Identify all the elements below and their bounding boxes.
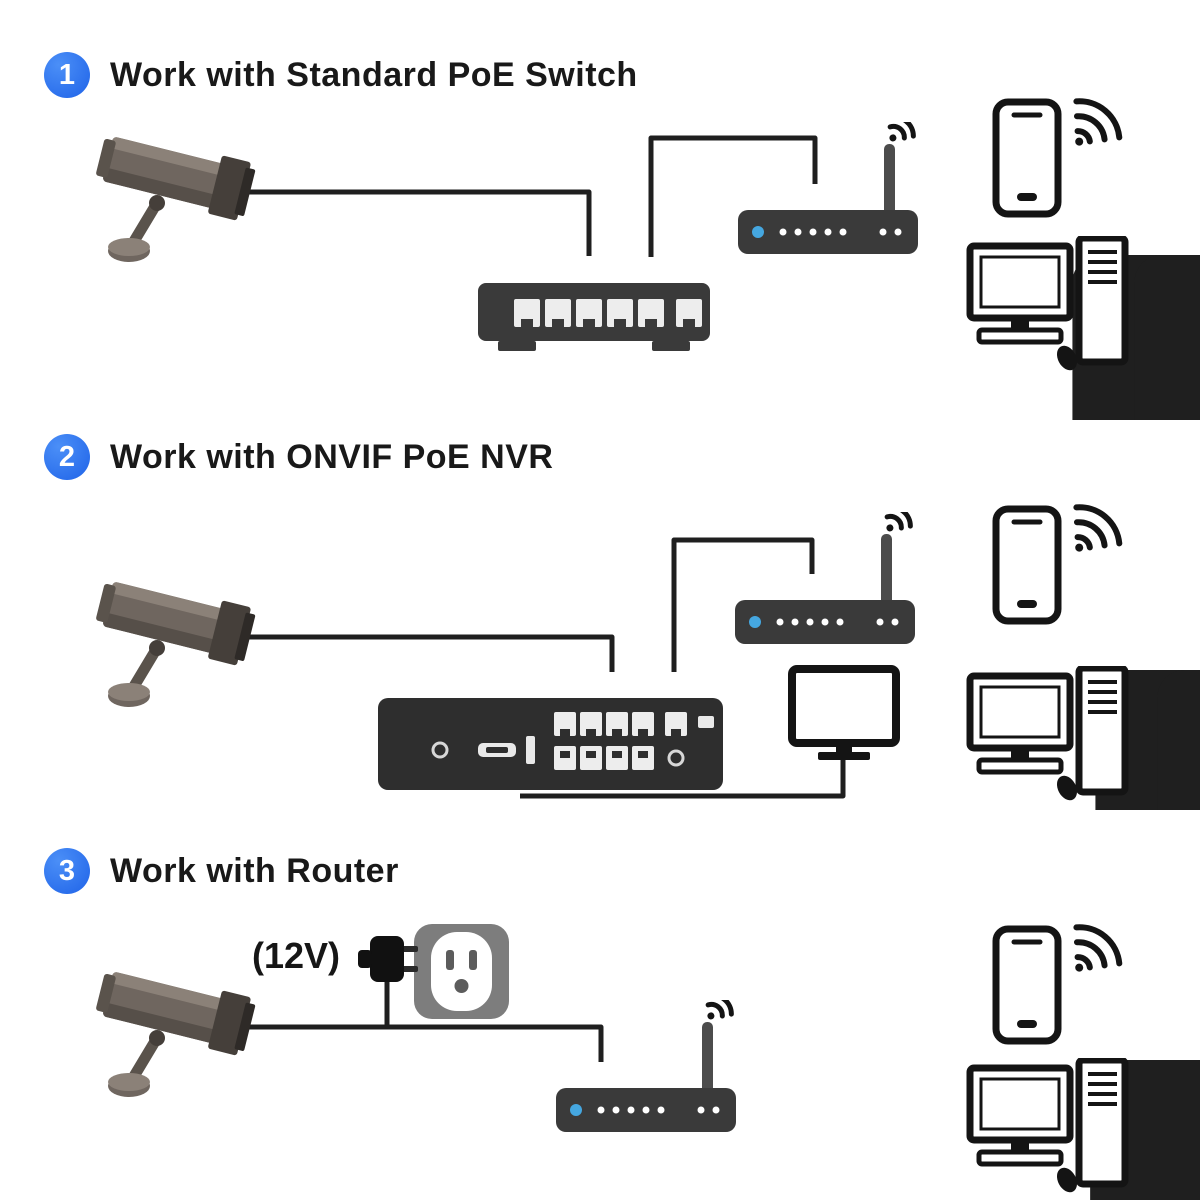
power-voltage-label: (12V)	[252, 935, 340, 976]
step-1-badge: 1	[44, 52, 90, 98]
ethernet-cable	[671, 537, 815, 672]
poe-switch-icon	[478, 283, 710, 351]
desktop-computer-icon	[970, 1060, 1125, 1196]
ethernet-cable	[243, 1024, 604, 1062]
section-1-diagram	[0, 40, 1200, 420]
cctv-camera-icon	[93, 127, 257, 262]
monitor-cable	[520, 758, 846, 799]
desktop-computer-icon	[970, 668, 1125, 804]
wall-outlet-icon	[414, 924, 509, 1019]
wifi-signal-icon	[1055, 93, 1126, 163]
ethernet-cable	[648, 135, 818, 257]
desktop-computer-icon	[970, 238, 1125, 374]
ethernet-cable	[243, 634, 615, 672]
wifi-router-icon	[556, 990, 736, 1132]
ethernet-cable	[243, 189, 592, 256]
power-adapter-icon	[358, 936, 418, 982]
wifi-router-icon	[738, 112, 918, 254]
monitor-icon	[792, 669, 896, 760]
cctv-camera-icon	[93, 572, 257, 707]
smartphone-icon	[996, 509, 1058, 621]
section-2-diagram	[0, 430, 1200, 810]
step-3-badge: 3	[44, 848, 90, 894]
wifi-signal-icon	[1055, 499, 1126, 569]
section-2-title: Work with ONVIF PoE NVR	[110, 437, 554, 476]
wifi-router-icon	[735, 502, 915, 644]
step-2-badge: 2	[44, 434, 90, 480]
section-3-header: 3 Work with Router	[44, 848, 399, 894]
smartphone-icon	[996, 102, 1058, 214]
wifi-signal-icon	[1055, 919, 1126, 989]
section-2-header: 2 Work with ONVIF PoE NVR	[44, 434, 553, 480]
section-3-title: Work with Router	[110, 851, 399, 890]
rj45-connector-icon	[1134, 255, 1200, 420]
section-3-diagram: (12V)	[0, 840, 1200, 1200]
poe-nvr-icon	[378, 698, 723, 790]
cctv-camera-icon	[93, 962, 257, 1097]
rj45-connector-icon	[1157, 670, 1200, 810]
section-1-header: 1 Work with Standard PoE Switch	[44, 52, 638, 98]
section-1-title: Work with Standard PoE Switch	[110, 55, 638, 94]
smartphone-icon	[996, 929, 1058, 1041]
